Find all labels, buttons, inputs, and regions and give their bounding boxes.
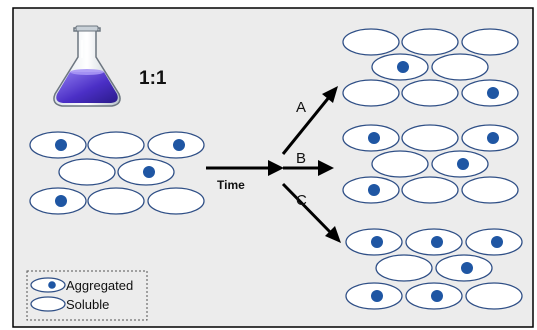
time-arrow [206, 160, 284, 176]
aggregated-cell [435, 254, 493, 282]
cell-body [342, 28, 400, 56]
time-label: Time [217, 178, 245, 192]
cell-body [401, 176, 459, 204]
aggregated-cell [342, 176, 400, 204]
legend-aggregated-label: Aggregated [66, 278, 133, 293]
soluble-cell [87, 131, 145, 159]
soluble-cell [371, 150, 429, 178]
cell-body [401, 28, 459, 56]
cell-body [461, 176, 519, 204]
soluble-cell [401, 28, 459, 56]
aggregated-cell [342, 124, 400, 152]
soluble-cell [401, 79, 459, 107]
soluble-cell [401, 124, 459, 152]
soluble-cell [87, 187, 145, 215]
cell-body [431, 53, 489, 81]
cell-nucleus [368, 132, 380, 144]
aggregated-cell [465, 228, 523, 256]
cell-nucleus [368, 184, 380, 196]
soluble-cell [342, 28, 400, 56]
soluble-cell [375, 254, 433, 282]
cell-body [147, 187, 205, 215]
aggregated-cell [345, 228, 403, 256]
soluble-cell [147, 187, 205, 215]
cell-body [371, 150, 429, 178]
cell-nucleus [173, 139, 185, 151]
cell-body [342, 79, 400, 107]
cell-group-c [345, 228, 523, 310]
cell-nucleus [487, 132, 499, 144]
aggregated-cell [461, 124, 519, 152]
cell-group-a [342, 28, 519, 107]
arrow-b [283, 160, 334, 176]
cell-body [401, 79, 459, 107]
aggregated-cell [431, 150, 489, 178]
arrow-c [281, 182, 341, 243]
cell-body [375, 254, 433, 282]
cell-nucleus [491, 236, 503, 248]
aggregated-cell [147, 131, 205, 159]
cell-body [87, 187, 145, 215]
cell-body [465, 282, 523, 310]
aggregated-cell [345, 282, 403, 310]
branch-label-a: A [296, 99, 306, 116]
cell-group-b [342, 124, 519, 204]
aggregated-cell [405, 282, 463, 310]
aggregated-cell [117, 158, 175, 186]
soluble-cell [465, 282, 523, 310]
aggregated-cell [461, 79, 519, 107]
aggregated-cell [29, 131, 87, 159]
cell-group-initial [29, 131, 205, 215]
cell-nucleus [371, 290, 383, 302]
cell-nucleus [431, 290, 443, 302]
aggregated-cell [405, 228, 463, 256]
cell-body [87, 131, 145, 159]
cell-nucleus [143, 166, 155, 178]
soluble-cell [431, 53, 489, 81]
legend-box [26, 270, 148, 321]
cell-nucleus [431, 236, 443, 248]
cell-nucleus [55, 139, 67, 151]
cell-nucleus [457, 158, 469, 170]
legend-soluble-label: Soluble [66, 297, 109, 312]
soluble-cell [461, 176, 519, 204]
legend-nucleus [48, 281, 56, 289]
legend: Aggregated Soluble [26, 270, 148, 321]
cell-nucleus [397, 61, 409, 73]
arrow-a [281, 86, 338, 155]
erlenmeyer-flask-icon [53, 25, 121, 107]
soluble-cell [342, 79, 400, 107]
cell-body [58, 158, 116, 186]
legend-aggregated-cell [30, 277, 66, 293]
aggregated-cell [371, 53, 429, 81]
cell-nucleus [371, 236, 383, 248]
cell-body [401, 124, 459, 152]
ratio-label: 1:1 [139, 68, 167, 89]
cell-body [461, 28, 519, 56]
soluble-cell [461, 28, 519, 56]
cell-nucleus [461, 262, 473, 274]
branch-label-c: C [296, 192, 307, 209]
soluble-cell [58, 158, 116, 186]
branch-label-b: B [296, 150, 306, 167]
soluble-cell [401, 176, 459, 204]
legend-soluble-cell [30, 296, 66, 312]
cell-nucleus [487, 87, 499, 99]
aggregated-cell [29, 187, 87, 215]
cell-nucleus [55, 195, 67, 207]
